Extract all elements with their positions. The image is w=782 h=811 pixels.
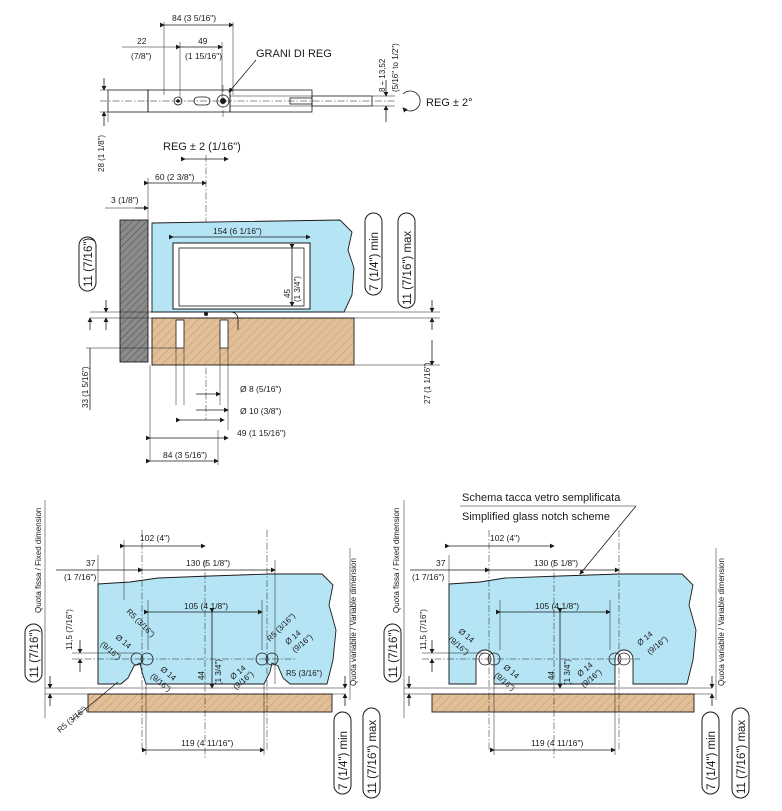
dim-37-left: 37 <box>86 558 96 568</box>
dim-154: 154 (6 1/16") <box>213 226 262 236</box>
badge-7-min-section: 7 (1/4") min <box>369 232 381 291</box>
dim-105-left: 105 (4 1/8") <box>184 601 228 611</box>
notch-detail-right: Schema tacca vetro semplificata Simplifi… <box>383 492 750 799</box>
glass-notch-left <box>97 573 337 685</box>
patch-fitting <box>172 242 311 310</box>
dim-d8: Ø 8 (5/16") <box>240 384 281 394</box>
dim-22: 22 <box>137 36 147 46</box>
badge-11-max-right: 11 (7/16") max <box>736 720 748 794</box>
dim-37-in-left: (1 7/16") <box>64 572 96 582</box>
r5-c-left: R5 (3/16") <box>286 669 323 678</box>
dim-84-top: 84 (3 5/16") <box>172 13 216 23</box>
dim-22-in: (7/8") <box>131 51 152 61</box>
dim-60: 60 (2 3/8") <box>155 172 195 182</box>
dim-28: 28 (1 1/8") <box>97 135 106 172</box>
variable-dim-right: Quota variabile / Variable dimension <box>717 558 726 686</box>
dim-102-left: 102 (4") <box>140 533 170 543</box>
dim-44-right: 44 <box>547 671 556 680</box>
dim-37-right: 37 <box>436 558 446 568</box>
dim-3: 3 (1/8") <box>111 195 139 205</box>
dim-130-right: 130 (5 1/8") <box>534 558 578 568</box>
dim-37-in-right: (1 7/16") <box>412 572 444 582</box>
variable-dim-left: Quota variabile / Variable dimension <box>349 558 358 686</box>
dim-49b: 49 (1 15/16") <box>237 428 286 438</box>
dim-49: 49 <box>198 36 208 46</box>
dim-45-in: (1 3/4") <box>293 276 302 302</box>
dim-84b: 84 (3 5/16") <box>163 450 207 460</box>
dim-119-left: 119 (4 11/16") <box>181 738 233 748</box>
dim-119-right: 119 (4 11/16") <box>531 738 583 748</box>
reg-angle: REG ± 2° <box>426 97 473 109</box>
dim-33: 33 (1 5/16") <box>81 366 90 408</box>
badge-7-min-left: 7 (1/4") min <box>338 731 350 790</box>
top-view: 84 (3 5/16") 22 (7/8") 49 (1 15/16") GRA… <box>97 13 473 172</box>
dim-11-5-left: 11,5 (7/16") <box>65 609 74 650</box>
badge-11-max-left: 11 (7/16") max <box>367 720 379 794</box>
scheme-en: Simplified glass notch scheme <box>462 511 610 523</box>
dim-44-in-right: (1 3/4") <box>563 659 572 685</box>
badge-11-left-bottom: 11 (7/16") <box>29 629 41 678</box>
notch-detail-left: Quota fissa / Fixed dimension Quota vari… <box>24 500 381 799</box>
dim-49-in: (1 15/16") <box>185 51 222 61</box>
dim-130-left: 130 (5 1/8") <box>186 558 230 568</box>
dim-45: 45 <box>283 289 292 298</box>
badge-7-min-right: 7 (1/4") min <box>706 731 718 790</box>
reg-label: REG ± 2 (1/16") <box>163 141 241 153</box>
dim-d10: Ø 10 (3/8") <box>240 406 281 416</box>
dim-44-left: 44 <box>197 671 206 680</box>
dim-105-right: 105 (4 1/8") <box>535 601 579 611</box>
dim-range: 8 ÷ 13,52 <box>378 58 387 92</box>
section-view: REG ± 2 (1/16") 60 (2 3/8") 3 (1/8") 154… <box>78 141 440 465</box>
glass-notch-right <box>448 573 697 685</box>
fixed-dim-right: Quota fissa / Fixed dimension <box>392 508 401 613</box>
dim-102-right: 102 (4") <box>490 533 520 543</box>
dim-27: 27 (1 1/16") <box>423 362 432 404</box>
badge-11-right-bottom: 11 (7/16") <box>388 629 400 678</box>
badge-11-left: 11 (7/16") <box>83 238 95 287</box>
grani-label: GRANI DI REG <box>256 48 332 60</box>
scheme-it: Schema tacca vetro semplificata <box>462 492 621 504</box>
badge-11-max-section: 11 (7/16") max <box>402 231 414 305</box>
dim-11-5-right: 11,5 (7/16") <box>419 609 428 650</box>
dim-range-in: (5/16" to 1/2") <box>391 43 400 92</box>
dim-44-in-left: (1 3/4") <box>214 659 223 685</box>
fixed-dim-left: Quota fissa / Fixed dimension <box>34 508 43 613</box>
